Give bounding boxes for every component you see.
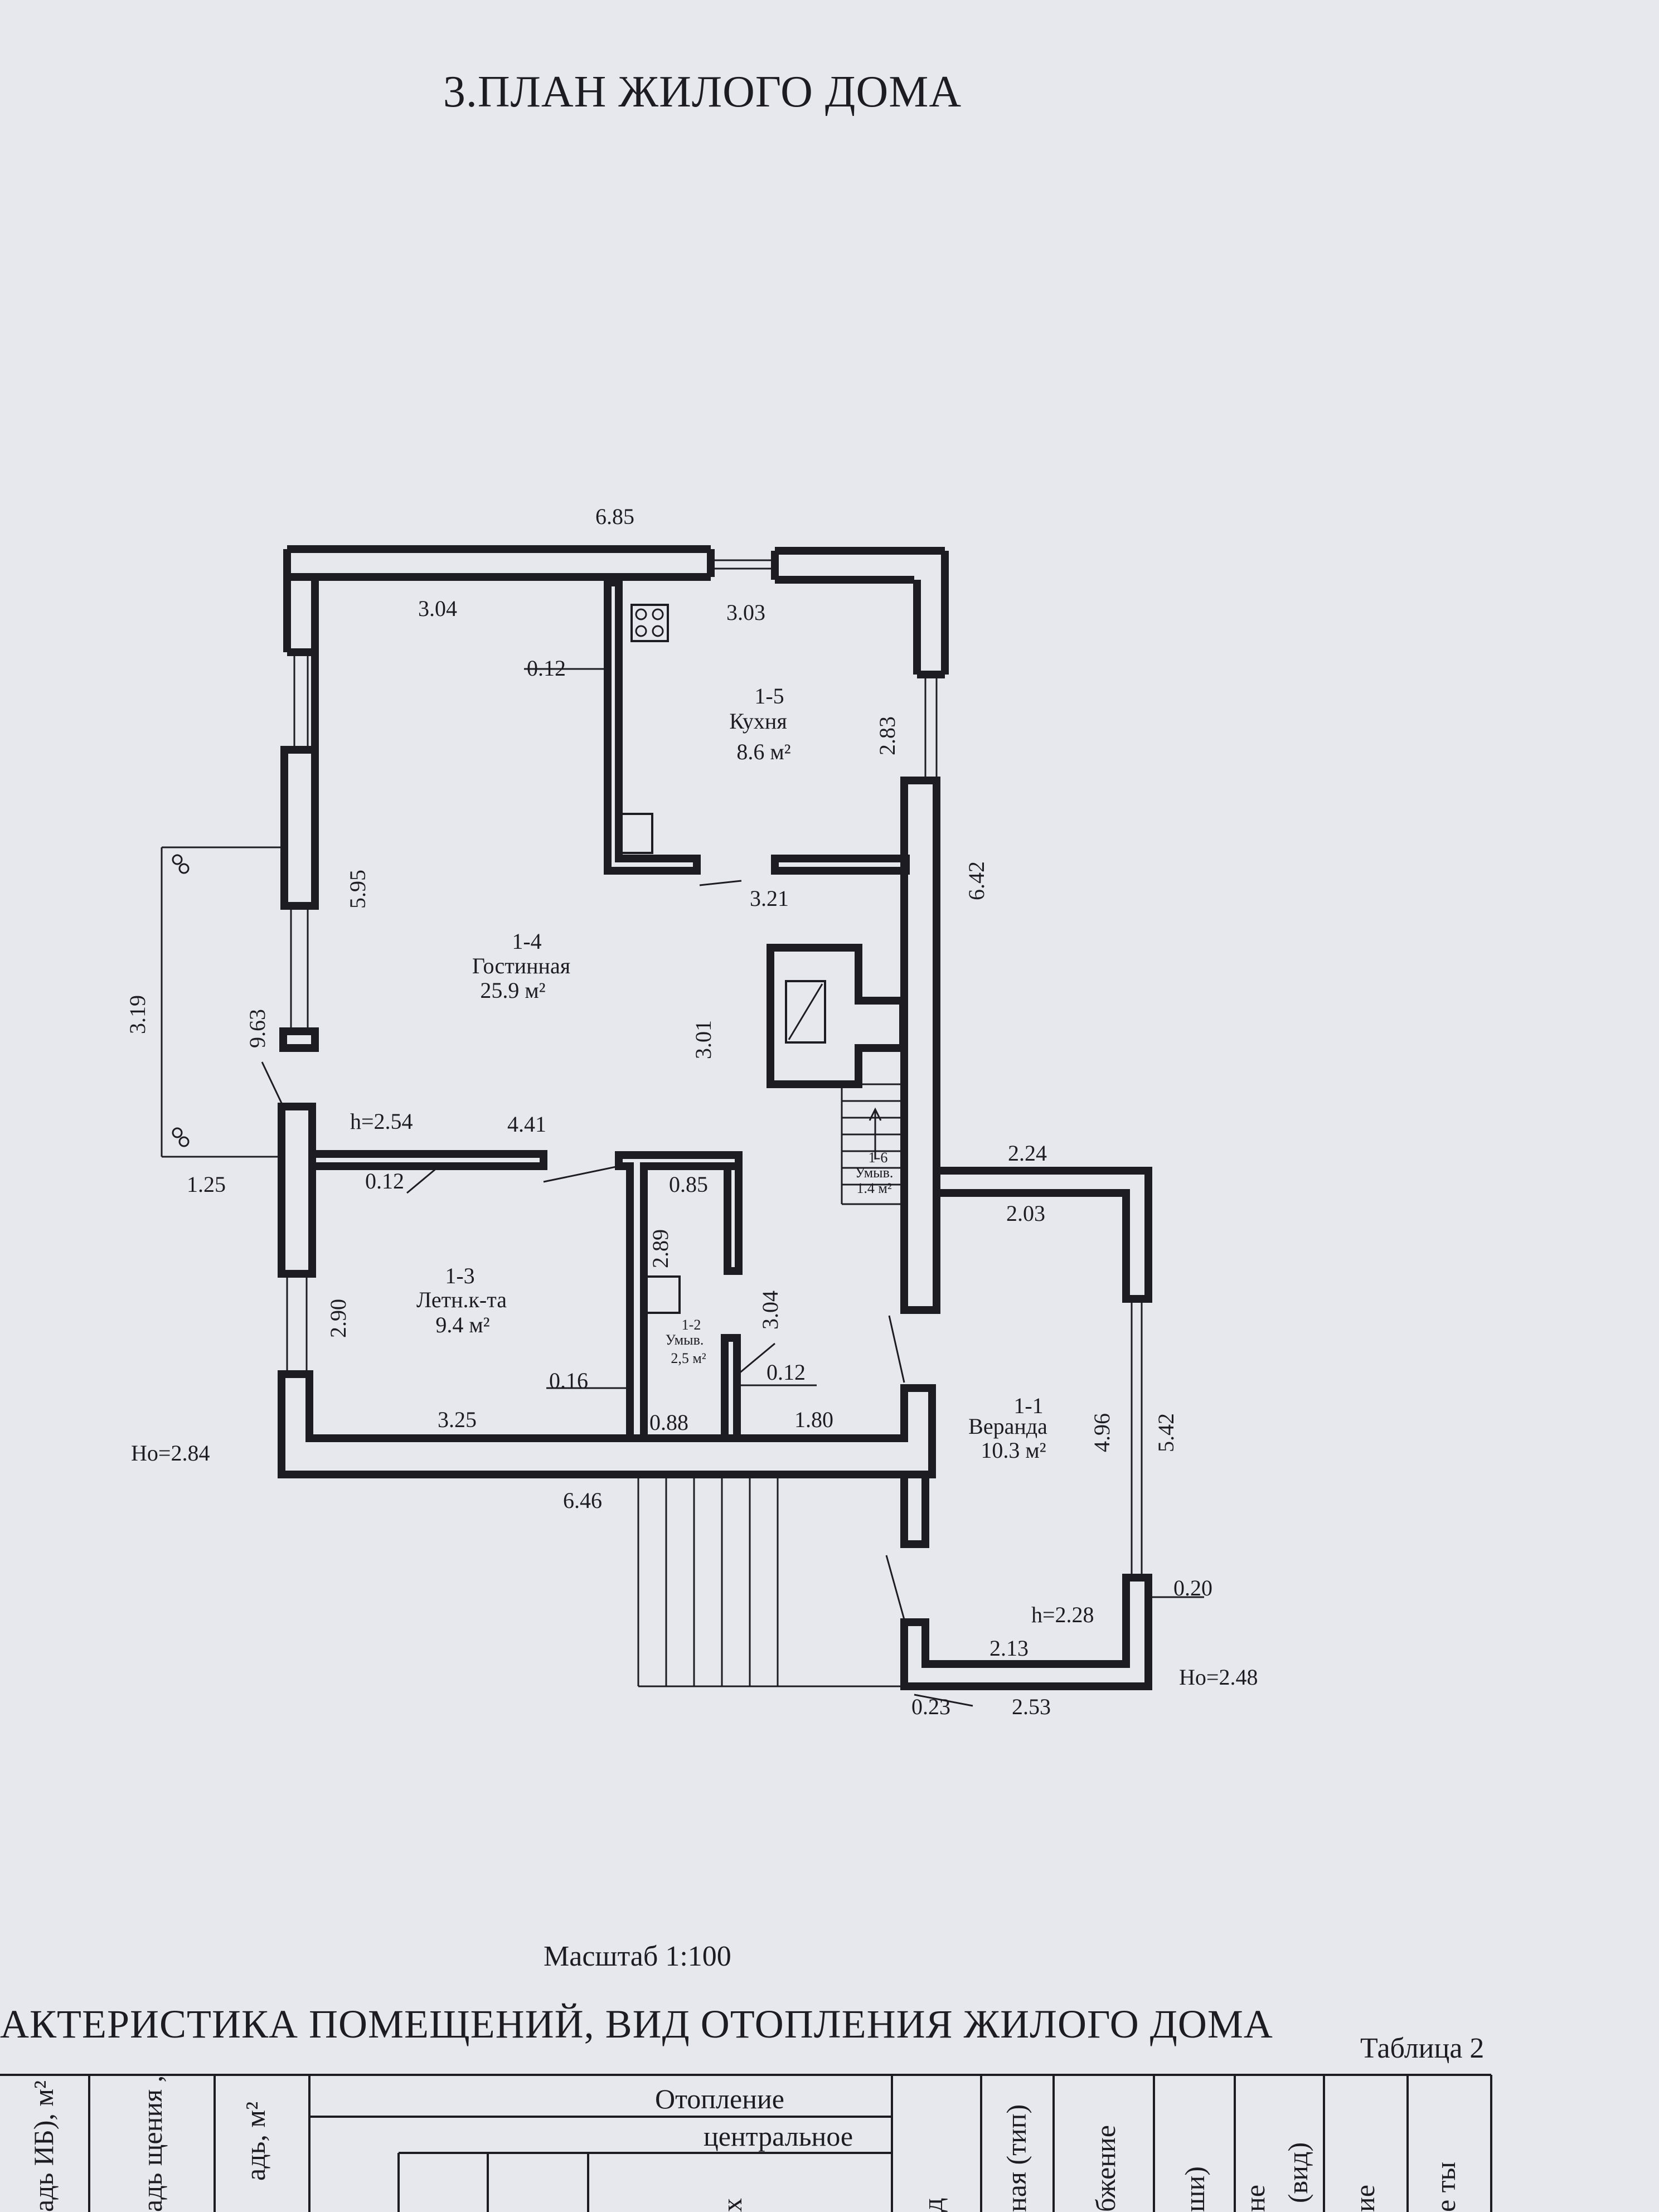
room-1-1-area: 10.3 м² <box>981 1438 1046 1463</box>
section-title: АКТЕРИСТИКА ПОМЕЩЕНИЙ, ВИД ОТОПЛЕНИЯ ЖИЛ… <box>0 2002 1273 2046</box>
room-1-5-area: 8.6 м² <box>736 739 790 764</box>
dim-2-83: 2.83 <box>875 716 900 755</box>
room-1-6-name: Умыв. <box>855 1165 894 1181</box>
dim-2-03: 2.03 <box>1006 1201 1045 1226</box>
table-number: Таблица 2 <box>1360 2032 1485 2064</box>
dim-3-01: 3.01 <box>691 1020 716 1059</box>
dim-0-88: 0.88 <box>649 1410 688 1435</box>
dim-3-04-b: 3.04 <box>758 1291 783 1330</box>
dim-6-42: 6.42 <box>964 861 989 900</box>
dim-0-12-a: 0.12 <box>527 656 566 681</box>
dim-0-20: 0.20 <box>1173 1575 1212 1600</box>
table-col-d: д <box>917 2198 948 2212</box>
dim-3-21: 3.21 <box>750 886 789 911</box>
room-1-3-name: Летн.к-та <box>416 1287 507 1312</box>
exterior-walls <box>161 545 1204 1707</box>
dim-5-95: 5.95 <box>345 870 370 909</box>
table-col-vid: (вид) <box>1282 2142 1313 2203</box>
room-1-6-area: 1.4 м² <box>856 1180 891 1196</box>
room-1-4-area: 25.9 м² <box>480 978 545 1003</box>
table-col-ie: ие <box>1349 2185 1380 2212</box>
dim-3-25: 3.25 <box>438 1407 477 1432</box>
ground-height-2-84: Ho=2.84 <box>131 1440 210 1466</box>
table-col-shi: ши) <box>1179 2166 1210 2212</box>
table-col-type: ная (тип) <box>1001 2104 1032 2212</box>
dim-2-13: 2.13 <box>989 1636 1029 1661</box>
table-col-area: адь, м² <box>240 2102 271 2181</box>
room-1-3-id: 1-3 <box>445 1263 474 1288</box>
dim-0-12-c: 0.12 <box>767 1360 806 1385</box>
dim-4-96: 4.96 <box>1089 1413 1114 1452</box>
room-labels: 1-5 Кухня 8.6 м² 1-4 Гостинная 25.9 м² 1… <box>416 683 1047 1463</box>
dim-0-23: 0.23 <box>911 1694 950 1719</box>
scale-label: Масштаб 1:100 <box>544 1941 731 1972</box>
dim-9-63: 9.63 <box>245 1009 270 1048</box>
room-1-5-id: 1-5 <box>754 683 784 709</box>
dim-0-16: 0.16 <box>549 1368 588 1393</box>
dim-0-85: 0.85 <box>669 1172 708 1197</box>
room-1-1-name: Веранда <box>968 1414 1047 1439</box>
table-col-supply: бжение <box>1090 2125 1121 2212</box>
height-2-28: h=2.28 <box>1031 1602 1094 1627</box>
height-2-54: h=2.54 <box>350 1109 413 1134</box>
dim-1-80: 1.80 <box>794 1407 833 1432</box>
dim-3-04: 3.04 <box>418 596 457 621</box>
dim-3-03: 3.03 <box>726 600 765 625</box>
dim-2-90: 2.90 <box>326 1299 351 1338</box>
dim-4-41: 4.41 <box>507 1112 546 1137</box>
dim-6-46: 6.46 <box>563 1488 602 1513</box>
rooms-table: Отопление центральное адь ИБ), м² адь ще… <box>0 2069 1492 2212</box>
table-col-area-nb: адь ИБ), м² <box>28 2080 59 2212</box>
room-1-2-id: 1-2 <box>682 1317 701 1333</box>
room-1-6-id: 1-6 <box>869 1149 888 1166</box>
table-col-ne: не <box>1239 2185 1270 2212</box>
room-1-4-name: Гостинная <box>472 953 570 978</box>
room-1-5-name: Кухня <box>729 709 787 734</box>
dim-6-85: 6.85 <box>595 504 634 529</box>
dim-2-89: 2.89 <box>648 1229 673 1268</box>
room-1-2-name: Умыв. <box>666 1332 704 1348</box>
dim-0-12-b: 0.12 <box>365 1168 404 1194</box>
room-1-4-id: 1-4 <box>512 929 541 954</box>
dim-2-24: 2.24 <box>1008 1141 1047 1166</box>
table-col-premises: адь щения , м² <box>137 2069 168 2212</box>
ground-height-2-48: Ho=2.48 <box>1179 1665 1258 1690</box>
floor-plan: 6.85 3.04 3.03 0.12 2.83 5.95 6.42 3.21 … <box>125 504 1258 1719</box>
table-heating-header: Отопление <box>655 2083 784 2114</box>
table-col-x: х <box>716 2198 748 2212</box>
room-1-2-area: 2,5 м² <box>671 1350 706 1366</box>
room-1-3-area: 9.4 м² <box>435 1312 489 1337</box>
page-title: 3.ПЛАН ЖИЛОГО ДОМА <box>443 67 962 117</box>
dim-5-42: 5.42 <box>1153 1413 1178 1452</box>
table-col-ty: е ты <box>1430 2162 1461 2212</box>
dimension-labels: 6.85 3.04 3.03 0.12 2.83 5.95 6.42 3.21 … <box>125 504 1258 1719</box>
room-1-1-id: 1-1 <box>1013 1393 1043 1418</box>
dim-3-19: 3.19 <box>125 995 150 1034</box>
dim-2-53: 2.53 <box>1012 1694 1051 1719</box>
table-central-header: центральное <box>704 2121 853 2152</box>
dim-1-25: 1.25 <box>187 1172 226 1197</box>
